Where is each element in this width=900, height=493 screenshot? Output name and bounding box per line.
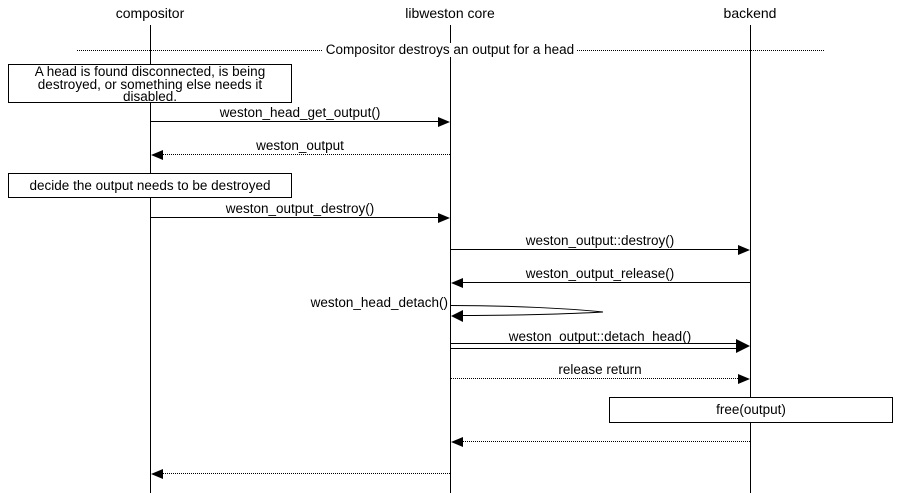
lifeline-backend: [750, 25, 751, 493]
message-line: [451, 343, 736, 344]
arrowhead-left-icon: [451, 310, 463, 322]
lifeline-compositor: [150, 25, 151, 493]
message-line: [463, 282, 750, 283]
arrowhead-left-icon: [151, 469, 163, 479]
message-label-weston-output-detach-head: weston_output::detach_head(): [508, 329, 692, 344]
note-line: destroyed, or something else needs it: [37, 76, 263, 92]
note-free-output: free(output): [609, 397, 893, 423]
arrowhead-right-icon: [736, 339, 750, 353]
message-line: [463, 441, 750, 442]
message-line: [151, 121, 439, 122]
arrowhead-left-icon: [451, 437, 463, 447]
message-label-weston-head-detach: weston_head_detach(): [310, 295, 448, 310]
message-label-weston-output-destroy: weston_output_destroy(): [225, 201, 375, 216]
note-line: disabled.: [122, 89, 178, 104]
arrowhead-right-icon: [438, 117, 450, 127]
arrowhead-left-icon: [151, 150, 163, 160]
actor-label-compositor: compositor: [115, 5, 185, 21]
arrowhead-left-icon: [451, 278, 463, 288]
arrowhead-right-icon: [738, 374, 750, 384]
message-line: [151, 217, 439, 218]
note-decide-destroy: decide the output needs to be destroyed: [8, 173, 292, 198]
self-call-arrow: [450, 305, 604, 322]
arrowhead-right-icon: [738, 245, 750, 255]
message-label-weston-head-get-output: weston_head_get_output(): [219, 105, 381, 120]
message-label-release-return: release return: [558, 362, 642, 377]
message-label-weston-output-destroy-vfunc: weston_output::destroy(): [525, 233, 675, 248]
divider-title: Compositor destroys an output for a head: [322, 43, 578, 57]
message-line: [163, 154, 450, 155]
note-line: decide the output needs to be destroyed: [29, 178, 271, 193]
note-line: A head is found disconnected, is being: [34, 64, 266, 79]
message-line: [451, 348, 736, 349]
message-label-weston-output: weston_output: [256, 138, 344, 153]
message-line: [451, 249, 739, 250]
arrowhead-right-icon: [438, 213, 450, 223]
actor-label-libweston-core: libweston core: [405, 5, 495, 21]
message-line: [451, 378, 738, 379]
note-line: free(output): [716, 402, 786, 417]
note-head-disconnected: A head is found disconnected, is being d…: [8, 64, 292, 103]
message-line: [163, 473, 450, 474]
actor-label-backend: backend: [723, 5, 777, 21]
message-label-weston-output-release: weston_output_release(): [525, 266, 675, 281]
lifeline-libweston-core: [450, 25, 451, 493]
